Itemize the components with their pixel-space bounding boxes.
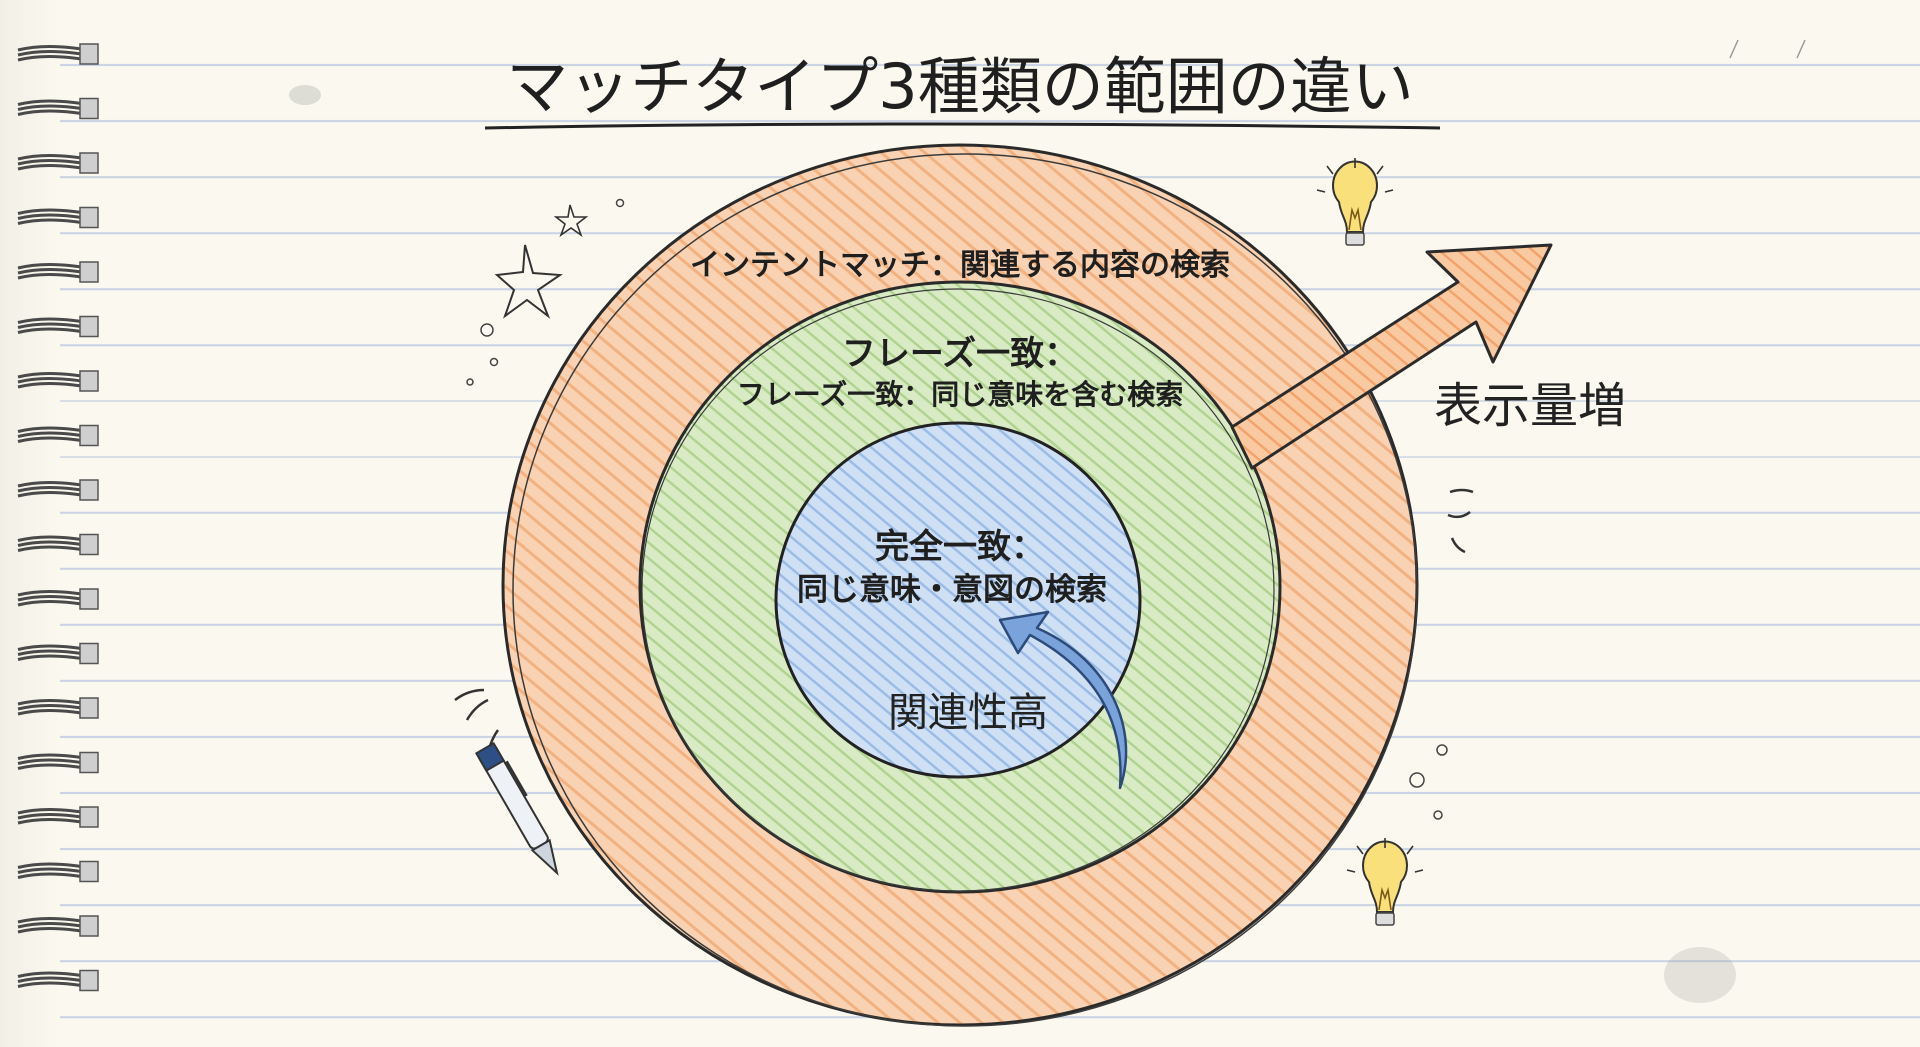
binding-ring xyxy=(17,97,99,120)
pen-icon xyxy=(474,741,559,876)
dot-decoration xyxy=(466,378,474,386)
binding-ring xyxy=(17,370,99,392)
outer-ring-label: インテントマッチ：関連する内容の検索 xyxy=(690,248,1230,283)
inward-arrow-label: 関連性高 xyxy=(888,690,1048,736)
binding-ring xyxy=(17,424,99,447)
dot-decoration xyxy=(1436,744,1448,756)
binding-ring xyxy=(17,969,99,992)
middle-ring-label-line1: フレーズ一致： xyxy=(842,334,1078,374)
lightbulb-icon xyxy=(1346,838,1424,926)
binding-ring xyxy=(17,315,99,338)
smudge-decoration xyxy=(289,85,321,105)
middle-ring-label-line2: フレーズ一致：同じ意味を含む検索 xyxy=(737,378,1184,411)
outer-ring-outline-sketch xyxy=(512,153,1418,1027)
inner-circle-label-line1: 完全一致： xyxy=(875,527,1045,567)
small-star-icon xyxy=(553,204,589,238)
binding-ring xyxy=(17,588,99,610)
motion-marks xyxy=(1447,488,1474,554)
binding-ring xyxy=(17,206,99,229)
binding-ring xyxy=(17,479,99,501)
binding-ring xyxy=(17,533,99,556)
outward-arrow-label: 表示量増 xyxy=(1434,378,1626,434)
binding-ring xyxy=(17,806,99,828)
sketch-marks xyxy=(1729,39,1806,59)
binding-ring xyxy=(17,915,99,937)
binding-ring xyxy=(17,43,99,65)
lightbulb-icon xyxy=(1316,158,1394,246)
star-icon xyxy=(494,244,563,319)
inward-arrow xyxy=(998,610,1128,790)
dot-decoration xyxy=(489,357,499,367)
smudge-decoration xyxy=(1664,947,1736,1003)
dot-decoration xyxy=(615,198,625,208)
title-underline xyxy=(484,122,1441,130)
binding-ring xyxy=(17,860,99,883)
inner-circle-label-line2: 同じ意味・意図の検索 xyxy=(797,572,1107,608)
dot-decoration xyxy=(1433,810,1443,820)
binding-ring xyxy=(17,697,99,719)
dot-decoration xyxy=(480,323,494,337)
middle-ring-outline-sketch xyxy=(641,288,1275,892)
outward-arrow xyxy=(1230,243,1553,470)
binding-ring xyxy=(17,642,99,665)
binding-ring xyxy=(17,152,99,174)
dot-decoration xyxy=(1409,772,1425,788)
inner-circle-exact-match xyxy=(774,421,1142,779)
motion-marks xyxy=(454,688,500,753)
page-title: マッチタイプ3種類の範囲の違い xyxy=(506,50,1413,123)
binding-ring xyxy=(17,261,99,283)
binding-ring xyxy=(17,751,99,774)
spiral-binding xyxy=(17,43,99,992)
